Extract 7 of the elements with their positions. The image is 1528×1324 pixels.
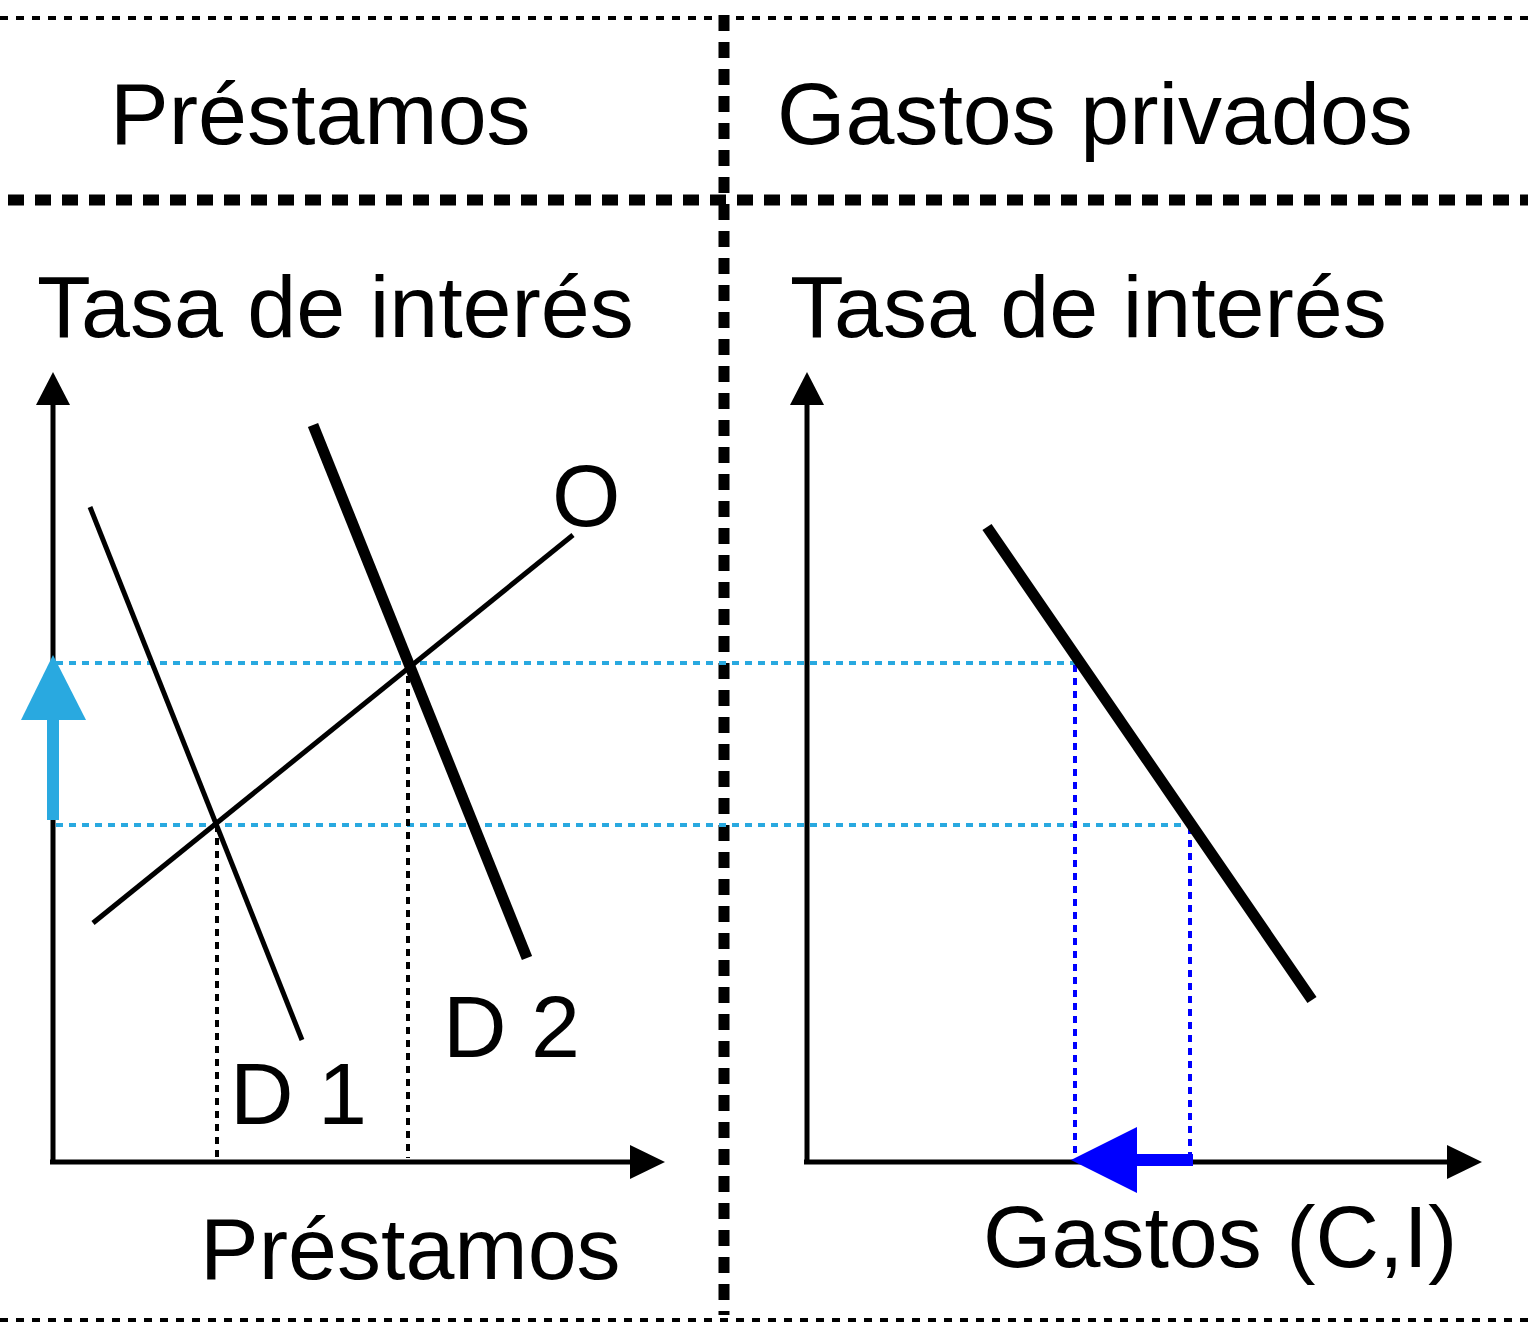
section-heading: Préstamos: [110, 70, 531, 158]
curve-label: D 2: [443, 983, 580, 1071]
curve-label: D 1: [230, 1050, 367, 1138]
axis-label: Tasa de interés: [37, 263, 634, 351]
axis-label: Tasa de interés: [790, 263, 1387, 351]
curve-label: O: [552, 452, 621, 540]
axis-label: Préstamos: [200, 1205, 621, 1293]
